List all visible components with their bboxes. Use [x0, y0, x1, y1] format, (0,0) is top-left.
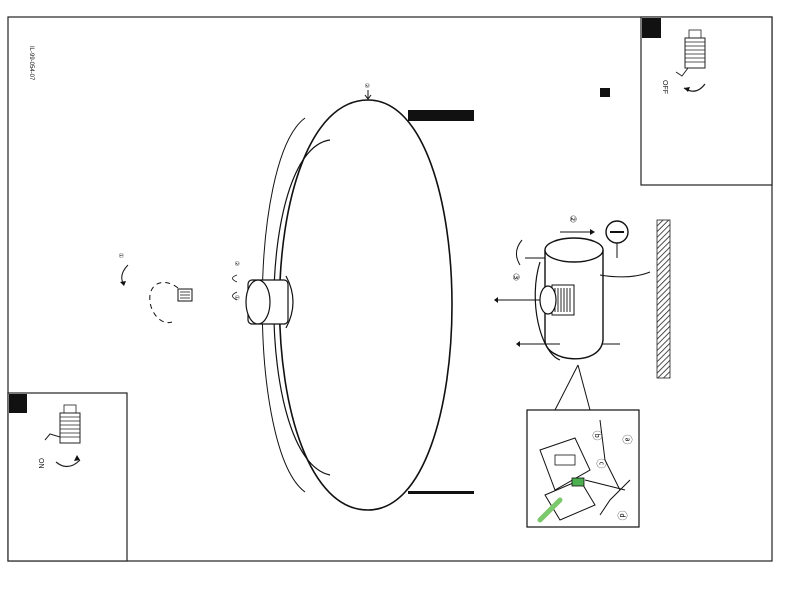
label-bar-bottom	[408, 491, 474, 494]
ground-terminal	[571, 477, 585, 487]
step-number-2: ②	[567, 214, 578, 224]
detail-label-b: ⓑ	[590, 430, 602, 441]
shade-socket	[232, 274, 294, 329]
switch-on-panel	[7, 392, 128, 562]
step-number-top-center: ②	[363, 82, 371, 89]
detail-leader	[554, 364, 579, 411]
step-number-3: ③	[510, 272, 521, 282]
switch-on-icon	[44, 404, 81, 468]
switch-off-icon	[675, 29, 706, 92]
ground-wire	[537, 497, 563, 523]
step-dash-label: 1	[646, 24, 653, 28]
step-number-bulb: ①	[117, 252, 125, 259]
model-code: IL-99-054-07	[28, 46, 34, 81]
step-number-socket-top: ②	[233, 260, 241, 267]
step-number-socket-bottom: ①	[233, 294, 241, 301]
switch-off-panel	[640, 16, 773, 186]
wiring-detail-panel	[526, 409, 640, 528]
lamp-shade	[261, 90, 453, 511]
step-badge-on	[9, 394, 27, 413]
detail-label-c: ⓒ	[594, 458, 606, 469]
off-label: OFF	[661, 80, 668, 94]
marker-square	[600, 88, 610, 97]
mounting-base	[494, 229, 651, 361]
on-label: ON	[37, 458, 44, 469]
light-bulb	[120, 264, 193, 324]
detail-label-a: ⓐ	[620, 434, 632, 445]
page-frame	[7, 16, 773, 562]
detail-label-d: ⓓ	[615, 510, 627, 521]
screwdriver-icon	[605, 220, 629, 258]
label-bar-top	[408, 110, 474, 121]
step-badge-off	[642, 18, 661, 38]
wall-hatch-icon	[656, 219, 671, 379]
